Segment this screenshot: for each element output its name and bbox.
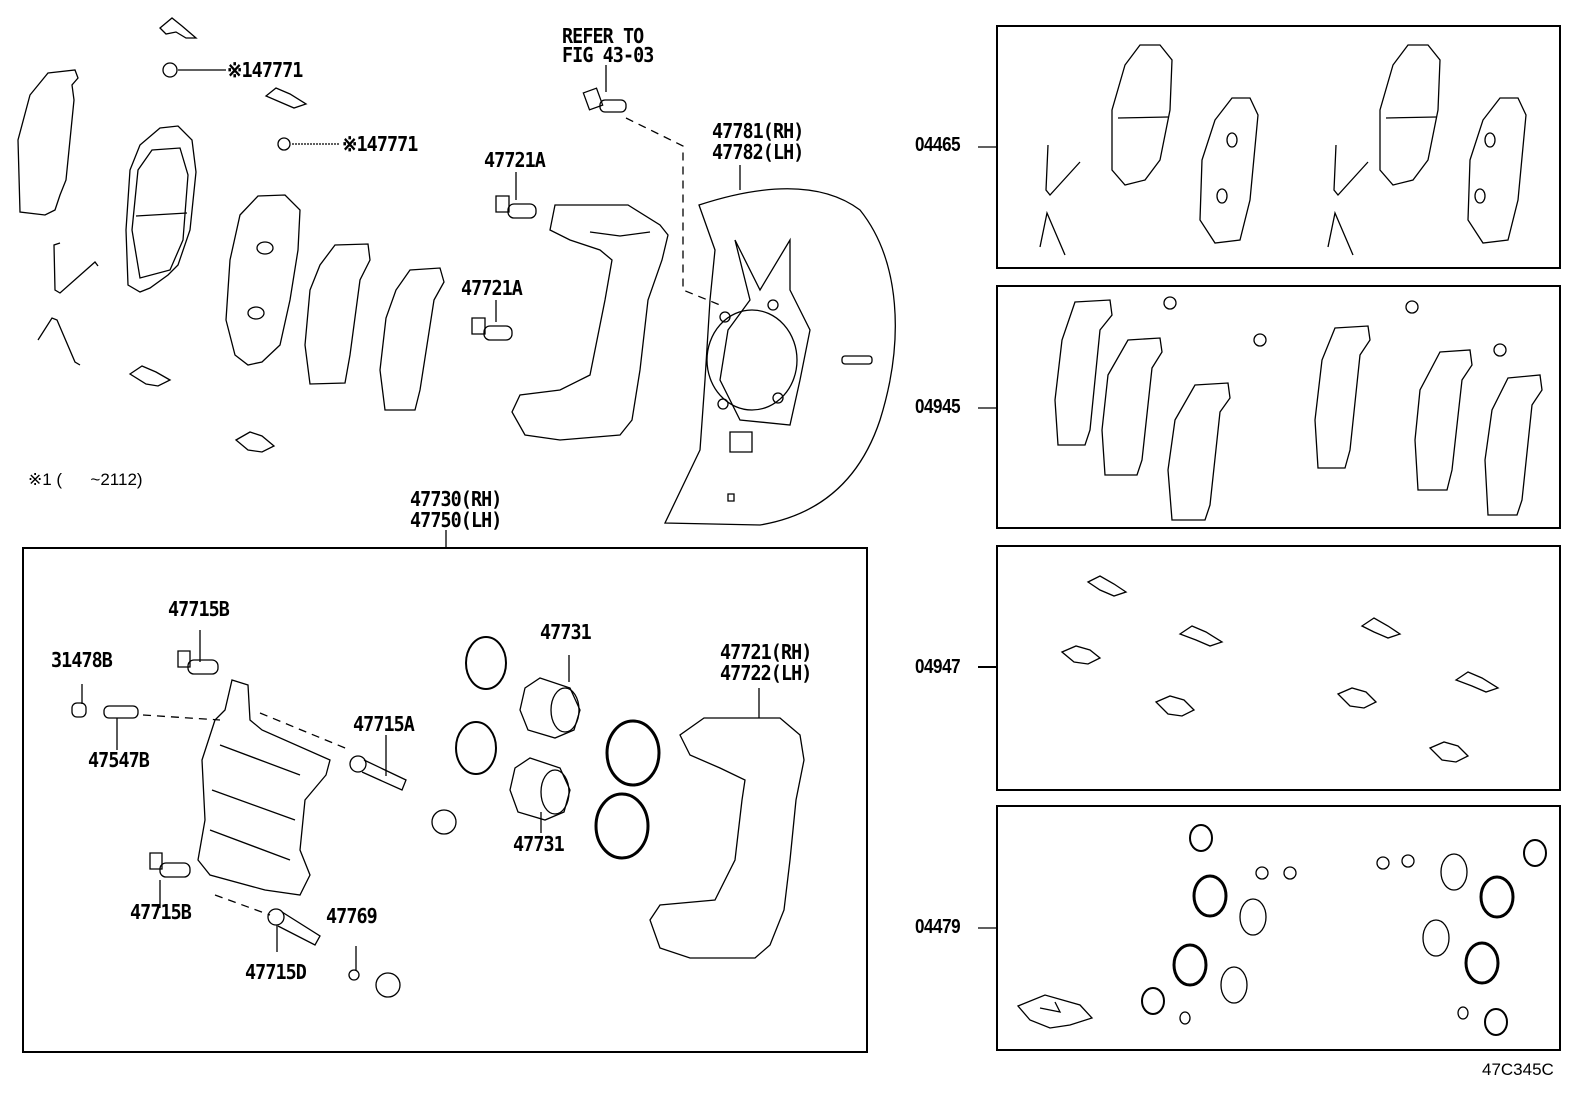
callout-caliper-mount-lh[interactable]: 47722(LH) xyxy=(720,661,812,685)
callout-47715B-upper[interactable]: 47715B xyxy=(168,597,230,621)
callout-47721A-upper[interactable]: 47721A xyxy=(484,148,546,172)
support-plate-clip-drawing-3 xyxy=(130,366,170,386)
shim-drawing xyxy=(305,244,370,384)
refer-note-line2[interactable]: FIG 43-03 xyxy=(562,43,654,67)
wear-indicator-drawing-2 xyxy=(278,138,290,150)
mounting-bolt-drawing xyxy=(496,196,536,218)
kit-box-04465[interactable] xyxy=(996,25,1561,269)
callout-47715D[interactable]: 47715D xyxy=(245,960,307,984)
bolt-drawing-refer xyxy=(583,88,626,112)
shim-outer-drawing xyxy=(18,70,78,215)
dust-shield-drawing xyxy=(665,189,895,525)
mounting-bolt-drawing-2 xyxy=(472,318,512,340)
callout-47771-lower[interactable]: ※147771 xyxy=(342,132,418,156)
kit-box-04947[interactable] xyxy=(996,545,1561,791)
callout-47731-lower[interactable]: 47731 xyxy=(513,832,565,856)
callout-47769[interactable]: 47769 xyxy=(326,904,378,928)
brake-pad-drawing xyxy=(126,126,196,292)
kit-code-04947[interactable]: 04947 xyxy=(915,656,961,678)
callout-caliper-assy-rh[interactable]: 47730(RH) xyxy=(410,487,502,511)
wear-indicator-drawing xyxy=(163,63,177,77)
callout-47721A-lower[interactable]: 47721A xyxy=(461,276,523,300)
support-plate-clip-drawing xyxy=(160,18,196,38)
refer-note-line1[interactable]: REFER TO xyxy=(562,24,644,48)
callout-47771-upper[interactable]: ※147771 xyxy=(227,58,303,82)
shim-drawing-2 xyxy=(380,268,444,410)
callout-dust-shield-rh[interactable]: 47781(RH) xyxy=(712,119,804,143)
kit-code-04479[interactable]: 04479 xyxy=(915,916,961,938)
callout-caliper-mount-rh[interactable]: 47721(RH) xyxy=(720,640,812,664)
brake-pad-inner-drawing xyxy=(226,195,300,365)
callout-47547B[interactable]: 47547B xyxy=(88,748,150,772)
kit-box-04945[interactable] xyxy=(996,285,1561,529)
callout-caliper-assy-lh[interactable]: 47750(LH) xyxy=(410,508,502,532)
figure-id: 47C345C xyxy=(1482,1060,1554,1079)
kit-code-04465[interactable]: 04465 xyxy=(915,134,961,156)
kit-code-04945[interactable]: 04945 xyxy=(915,396,961,418)
callout-dust-shield-lh[interactable]: 47782(LH) xyxy=(712,140,804,164)
kit-box-04479[interactable] xyxy=(996,805,1561,1051)
support-plate-clip-drawing-4 xyxy=(236,432,274,452)
caliper-assembly-box xyxy=(22,547,868,1053)
caliper-mounting-drawing xyxy=(512,205,668,440)
callout-47731-upper[interactable]: 47731 xyxy=(540,620,592,644)
spring-drawing-2 xyxy=(38,318,80,365)
support-plate-clip-drawing-2 xyxy=(266,88,306,108)
footnote-applicability: ※1 ( ~2112) xyxy=(28,470,143,489)
callout-47715B-lower[interactable]: 47715B xyxy=(130,900,192,924)
callout-31478B[interactable]: 31478B xyxy=(51,648,113,672)
spring-drawing xyxy=(54,243,98,293)
callout-47715A[interactable]: 47715A xyxy=(353,712,415,736)
